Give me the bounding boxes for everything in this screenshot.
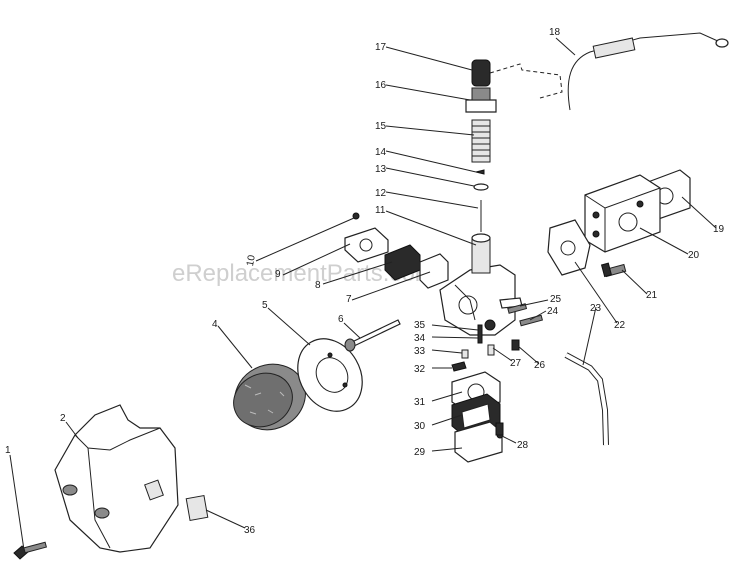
part-6-bolt bbox=[344, 319, 401, 352]
carburetor-body bbox=[439, 233, 523, 336]
callout-12: 12 bbox=[375, 188, 387, 199]
part-27-spring bbox=[487, 344, 495, 356]
part-14-pin bbox=[475, 169, 485, 175]
callout-33: 33 bbox=[414, 346, 426, 357]
callout-7: 7 bbox=[346, 294, 352, 305]
leader-lines bbox=[9, 37, 717, 551]
part-23-fuel-line bbox=[564, 352, 609, 446]
part-21-screw bbox=[600, 262, 627, 278]
callout-19: 19 bbox=[713, 224, 725, 235]
callout-36: 36 bbox=[244, 525, 256, 536]
callout-26: 26 bbox=[534, 360, 546, 371]
callout-1: 1 bbox=[5, 445, 11, 456]
callout-2: 2 bbox=[60, 413, 66, 424]
part-22-gasket bbox=[547, 219, 591, 276]
callout-27: 27 bbox=[510, 358, 522, 369]
callout-28: 28 bbox=[517, 440, 529, 451]
part-26-screw bbox=[511, 339, 520, 351]
callout-35: 35 bbox=[414, 320, 426, 331]
callout-32: 32 bbox=[414, 364, 426, 375]
part-13-clip bbox=[473, 183, 489, 191]
callout-16: 16 bbox=[375, 80, 387, 91]
callout-25: 25 bbox=[550, 294, 562, 305]
part-9-spacer bbox=[344, 227, 389, 263]
callout-8: 8 bbox=[315, 280, 321, 291]
callout-9: 9 bbox=[275, 269, 281, 280]
callout-labels: 1 2 4 5 6 7 8 9 10 11 12 13 14 15 16 17 … bbox=[5, 27, 725, 536]
part-7-gasket bbox=[419, 253, 449, 289]
callout-30: 30 bbox=[414, 421, 426, 432]
part-5-plate bbox=[297, 338, 363, 412]
callout-10: 10 bbox=[245, 254, 258, 267]
part-15-spring bbox=[471, 119, 491, 163]
part-16-cap bbox=[465, 87, 497, 113]
callout-31: 31 bbox=[414, 397, 426, 408]
part-32-lever bbox=[451, 361, 467, 372]
part-2-cover bbox=[54, 404, 179, 553]
callout-13: 13 bbox=[375, 164, 387, 175]
callout-20: 20 bbox=[688, 250, 700, 261]
part-20-intake-block bbox=[584, 174, 661, 253]
part-17-boot bbox=[471, 59, 491, 87]
callout-15: 15 bbox=[375, 121, 387, 132]
part-4-filter bbox=[233, 363, 306, 431]
part-36-decal bbox=[185, 495, 209, 521]
part-1-screw bbox=[13, 541, 48, 560]
callout-18: 18 bbox=[549, 27, 561, 38]
callout-29: 29 bbox=[414, 447, 426, 458]
part-10-screw bbox=[352, 212, 360, 220]
part-18-cable bbox=[489, 32, 729, 111]
callout-21: 21 bbox=[646, 290, 658, 301]
callout-22: 22 bbox=[614, 320, 626, 331]
part-24-screw bbox=[519, 314, 544, 327]
part-35-needle bbox=[477, 324, 483, 344]
callout-5: 5 bbox=[262, 300, 268, 311]
callout-14: 14 bbox=[375, 147, 387, 158]
callout-6: 6 bbox=[338, 314, 344, 325]
part-29-cover bbox=[454, 421, 503, 463]
callout-17: 17 bbox=[375, 42, 387, 53]
part-28-screw bbox=[495, 422, 504, 439]
callout-23: 23 bbox=[590, 303, 602, 314]
callout-11: 11 bbox=[375, 205, 386, 216]
callout-34: 34 bbox=[414, 333, 426, 344]
callout-4: 4 bbox=[212, 319, 218, 330]
callout-24: 24 bbox=[547, 306, 559, 317]
part-33-spring bbox=[461, 349, 469, 359]
